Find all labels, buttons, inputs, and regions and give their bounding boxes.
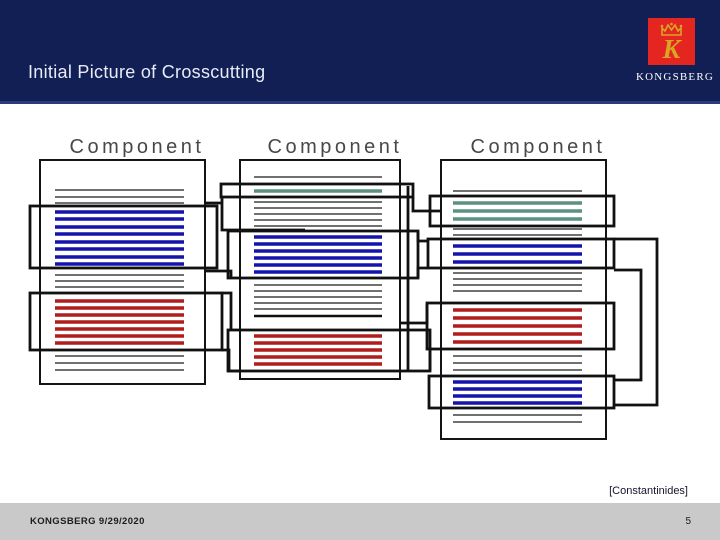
footer-company-date: KONGSBERG 9/29/2020	[30, 516, 145, 527]
concern-connector	[614, 268, 643, 382]
concern-connector	[416, 266, 428, 278]
concern-connector	[220, 197, 305, 232]
component-box-3	[440, 159, 607, 440]
svg-text:K: K	[661, 34, 682, 64]
component-label-3: Component	[471, 136, 606, 158]
concern-connector	[416, 232, 428, 243]
concern-overlay-box	[219, 182, 415, 199]
concern-overlay-box	[28, 204, 219, 270]
kongsberg-crest-icon: K	[648, 18, 695, 65]
concern-connector	[400, 304, 429, 325]
slide-title: Initial Picture of Crosscutting	[28, 62, 266, 82]
citation: [Constantinides]	[609, 485, 688, 497]
concern-overlay-box	[226, 229, 420, 280]
concern-connector	[222, 348, 241, 373]
header-band: Initial Picture of Crosscutting K KONGSB…	[0, 0, 720, 104]
page-number: 5	[685, 516, 691, 527]
concern-overlay-box	[425, 301, 616, 351]
concern-overlay-box	[426, 237, 616, 270]
concern-connector	[614, 237, 659, 407]
kongsberg-wordmark: KONGSBERG	[636, 71, 715, 83]
component-box-2	[239, 159, 401, 380]
concern-connector	[411, 197, 441, 213]
concern-overlay-box	[427, 374, 616, 410]
concern-overlay-box	[28, 291, 224, 352]
footer-band: KONGSBERG 9/29/2020 5	[0, 503, 720, 540]
concern-connector	[222, 291, 233, 330]
component-label-1: Component	[70, 136, 205, 158]
concern-connector	[205, 269, 233, 278]
component-label-2: Component	[268, 136, 403, 158]
kongsberg-logo: K KONGSBERG	[636, 18, 713, 83]
